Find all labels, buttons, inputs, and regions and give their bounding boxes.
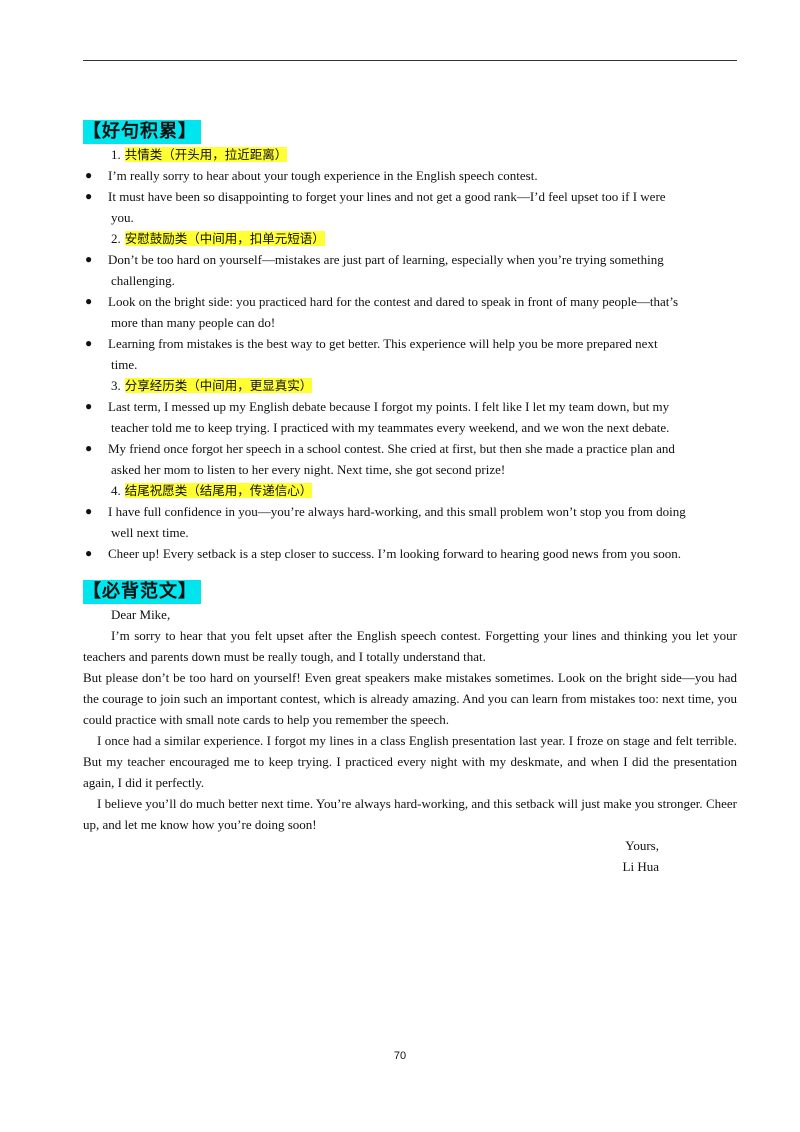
section-title: 【必背范文】 bbox=[83, 580, 201, 604]
sentence-item: ● I’m really sorry to hear about your tou… bbox=[83, 165, 737, 186]
letter-greeting: Dear Mike, bbox=[111, 607, 171, 622]
bullet-icon: ● bbox=[85, 252, 93, 266]
bullet-icon: ● bbox=[85, 441, 93, 455]
sentence-line: teacher told me to keep trying. I practi… bbox=[111, 420, 670, 435]
category-number: 1. bbox=[111, 147, 121, 162]
sentence-line: time. bbox=[111, 357, 138, 372]
bullet-icon: ● bbox=[85, 294, 93, 308]
section-good-sentences: 【好句积累】 1.共情类（开头用，拉近距离） ● I’m really sorry … bbox=[83, 120, 737, 564]
sentence-item: ● I have full confidence in you—you’re al… bbox=[83, 501, 737, 543]
sentence-item: ● It must have been so disappointing to f… bbox=[83, 186, 737, 228]
page-number: 70 bbox=[393, 1050, 407, 1062]
letter-paragraph: I believe you’ll do much better next tim… bbox=[83, 796, 737, 832]
bullet-icon: ● bbox=[85, 168, 93, 182]
bullet-icon: ● bbox=[85, 504, 93, 518]
letter-closing: Yours, bbox=[625, 838, 659, 853]
sentence-item: ● My friend once forgot her speech in a s… bbox=[83, 438, 737, 480]
category-number: 3. bbox=[111, 378, 121, 393]
sentence-line: My friend once forgot her speech in a sc… bbox=[108, 441, 675, 456]
section-model-essay: 【必背范文】 Dear Mike, I’m sorry to hear that… bbox=[83, 580, 737, 877]
category-heading: 4.结尾祝愿类（结尾用，传递信心） bbox=[83, 480, 737, 501]
bullet-icon: ● bbox=[85, 399, 93, 413]
category-list: 1.共情类（开头用，拉近距离） ● I’m really sorry to hear… bbox=[83, 144, 737, 564]
section-title: 【好句积累】 bbox=[83, 120, 201, 144]
sentence-line: well next time. bbox=[111, 525, 189, 540]
sentence-line: challenging. bbox=[111, 273, 175, 288]
bullet-icon: ● bbox=[85, 546, 93, 560]
sentence-line: Look on the bright side: you practiced h… bbox=[108, 294, 679, 309]
sentence-line: It must have been so disappointing to fo… bbox=[108, 189, 666, 204]
sentence-line: I have full confidence in you—you’re alw… bbox=[108, 504, 686, 519]
letter-paragraph: I’m sorry to hear that you felt upset af… bbox=[83, 628, 737, 664]
category-label: 安慰鼓励类（中间用，扣单元短语） bbox=[124, 231, 325, 246]
sentence-line: Cheer up! Every setback is a step closer… bbox=[108, 546, 681, 561]
sentence-line: Last term, I messed up my English debate… bbox=[108, 399, 670, 414]
sentence-item: ● Cheer up! Every setback is a step close… bbox=[83, 543, 737, 564]
sentence-item: ● Look on the bright side: you practiced … bbox=[83, 291, 737, 333]
category-label: 结尾祝愿类（结尾用，传递信心） bbox=[124, 483, 313, 498]
letter-paragraph: But please don’t be too hard on yourself… bbox=[83, 670, 737, 727]
category-heading: 1.共情类（开头用，拉近距离） bbox=[83, 144, 737, 165]
category-label: 共情类（开头用，拉近距离） bbox=[124, 147, 288, 162]
sentence-line: Don’t be too hard on yourself—mistakes a… bbox=[108, 252, 664, 267]
letter-signature: Li Hua bbox=[622, 859, 659, 874]
category-heading: 3.分享经历类（中间用，更显真实） bbox=[83, 375, 737, 396]
category-number: 4. bbox=[111, 483, 121, 498]
sentence-item: ● Last term, I messed up my English debat… bbox=[83, 396, 737, 438]
letter-paragraph: I once had a similar experience. I forgo… bbox=[83, 733, 737, 790]
sentence-item: ● Learning from mistakes is the best way … bbox=[83, 333, 737, 375]
sentence-line: Learning from mistakes is the best way t… bbox=[108, 336, 658, 351]
sentence-line: more than many people can do! bbox=[111, 315, 276, 330]
sentence-item: ● Don’t be too hard on yourself—mistakes … bbox=[83, 249, 737, 291]
header-rule bbox=[83, 60, 737, 61]
page-content: 【好句积累】 1.共情类（开头用，拉近距离） ● I’m really sorry … bbox=[83, 120, 737, 877]
sentence-line: asked her mom to listen to her every nig… bbox=[111, 462, 506, 477]
category-label: 分享经历类（中间用，更显真实） bbox=[124, 378, 313, 393]
category-number: 2. bbox=[111, 231, 121, 246]
sentence-line: I’m really sorry to hear about your toug… bbox=[108, 168, 538, 183]
sentence-line: you. bbox=[111, 210, 134, 225]
category-heading: 2.安慰鼓励类（中间用，扣单元短语） bbox=[83, 228, 737, 249]
bullet-icon: ● bbox=[85, 336, 93, 350]
bullet-icon: ● bbox=[85, 189, 93, 203]
